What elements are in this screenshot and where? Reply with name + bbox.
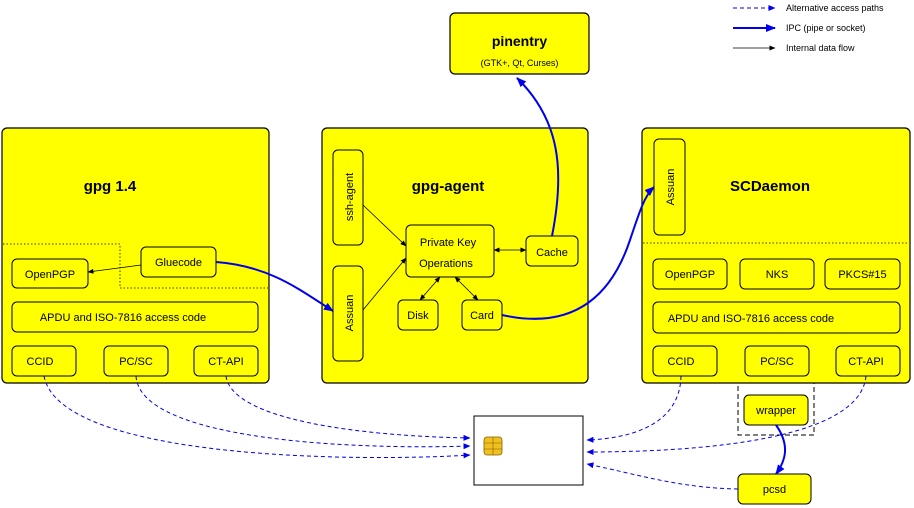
scd-ccid-label: CCID: [668, 356, 695, 368]
agent-disk-label: Disk: [407, 310, 429, 322]
pinentry-box: pinentry (GTK+, Qt, Curses): [449, 12, 590, 75]
agent-ssh-agent-box: ssh-agent: [332, 149, 364, 246]
gpg-ctapi-label: CT-API: [208, 356, 243, 368]
gpg-ccid-box: CCID: [11, 345, 77, 377]
scd-openpgp-box: OpenPGP: [652, 258, 728, 290]
pcsd-box: pcsd: [737, 473, 812, 505]
agent-ssh-agent-label: ssh-agent: [344, 173, 356, 221]
agent-card-box: Card: [461, 299, 503, 331]
gpg-apdu-label: APDU and ISO-7816 access code: [40, 312, 206, 324]
agent-assuan-box: Assuan: [332, 265, 364, 362]
agent-assuan-label: Assuan: [344, 295, 356, 332]
gpg-panel: gpg 1.4 Gluecode OpenPGP APDU and ISO-78…: [1, 127, 270, 384]
gpg-openpgp-label: OpenPGP: [25, 269, 75, 281]
agent-card-label: Card: [470, 310, 494, 322]
gpg-apdu-box: APDU and ISO-7816 access code: [11, 301, 259, 333]
ipc-cache-to-pinentry: [516, 77, 560, 237]
gpg-pcsc-box: PC/SC: [103, 345, 169, 377]
scd-assuan-box: Assuan: [653, 138, 686, 236]
legend-internal-text: Internal data flow: [786, 43, 855, 53]
scd-ctapi-box: CT-API: [835, 345, 901, 377]
scd-pkcs15-label: PKCS#15: [838, 269, 886, 281]
scd-apdu-box: APDU and ISO-7816 access code: [652, 301, 901, 334]
private-key-disk-arrow: [419, 276, 441, 301]
scd-pkcs15-box: PKCS#15: [824, 258, 901, 290]
alt-gpg-pcsc-to-card: [135, 375, 471, 450]
gpg-pcsc-label: PC/SC: [119, 356, 153, 368]
gpg-gluecode-label: Gluecode: [155, 257, 202, 269]
gpg-ccid-label: CCID: [27, 356, 54, 368]
scd-ccid-box: CCID: [652, 345, 718, 377]
scd-ctapi-label: CT-API: [848, 356, 883, 368]
agent-cache-box: Cache: [525, 235, 579, 267]
scd-title: SCDaemon: [730, 178, 810, 195]
ssh-agent-to-private-key-arrow: [362, 204, 407, 247]
agent-private-key-line1: Private Key: [420, 237, 477, 249]
alt-pcsd-to-card: [586, 462, 739, 490]
agent-private-key-line2: Operations: [419, 258, 473, 270]
scd-nks-box: NKS: [739, 258, 815, 290]
ipc-wrapper-to-pcsd: [775, 424, 786, 475]
legend-ipc-text: IPC (pipe or socket): [786, 23, 866, 33]
ipc-gluecode-to-agent-assuan: [215, 261, 334, 312]
agent-panel: gpg-agent ssh-agent Assuan Private Key O…: [321, 127, 589, 384]
legend: Alternative access paths IPC (pipe or so…: [733, 3, 884, 53]
agent-title: gpg-agent: [412, 178, 485, 195]
alt-gpg-ctapi-to-card: [225, 375, 471, 441]
private-key-card-arrow: [454, 276, 479, 301]
scd-openpgp-label: OpenPGP: [665, 269, 715, 281]
scd-pcsc-box: PC/SC: [744, 345, 810, 377]
pinentry-title: pinentry: [492, 33, 547, 49]
agent-cache-label: Cache: [536, 247, 568, 259]
alt-scd-ccid-to-card: [586, 375, 682, 443]
pinentry-subtitle: (GTK+, Qt, Curses): [481, 58, 559, 68]
pcsd-label: pcsd: [763, 484, 786, 496]
smartcard: [473, 415, 584, 486]
chip-icon: [483, 436, 503, 456]
scd-nks-label: NKS: [766, 269, 789, 281]
scd-pcsc-label: PC/SC: [760, 356, 794, 368]
gpg-openpgp-box: OpenPGP: [11, 258, 89, 289]
scd-panel: SCDaemon Assuan OpenPGP NKS PKCS#15 APDU…: [641, 127, 911, 384]
alt-gpg-ccid-to-card: [43, 375, 471, 459]
scd-apdu-label: APDU and ISO-7816 access code: [668, 313, 834, 325]
legend-alt-text: Alternative access paths: [786, 3, 884, 13]
gpg-title: gpg 1.4: [84, 178, 137, 195]
scd-assuan-label: Assuan: [665, 169, 677, 206]
gpg-ctapi-box: CT-API: [193, 345, 259, 377]
wrapper-box: wrapper: [743, 394, 809, 426]
alt-scd-ctapi-to-card: [586, 375, 867, 455]
agent-disk-box: Disk: [397, 299, 439, 331]
agent-private-key-box: Private Key Operations: [405, 224, 495, 278]
gpg-gluecode-to-openpgp-arrow: [87, 264, 142, 274]
gpg-separator: [3, 243, 268, 289]
gpg-gluecode-box: Gluecode: [140, 246, 217, 278]
assuan-to-private-key-arrow: [362, 257, 407, 311]
wrapper-label: wrapper: [755, 405, 796, 417]
ipc-card-to-scd-assuan: [501, 186, 655, 320]
